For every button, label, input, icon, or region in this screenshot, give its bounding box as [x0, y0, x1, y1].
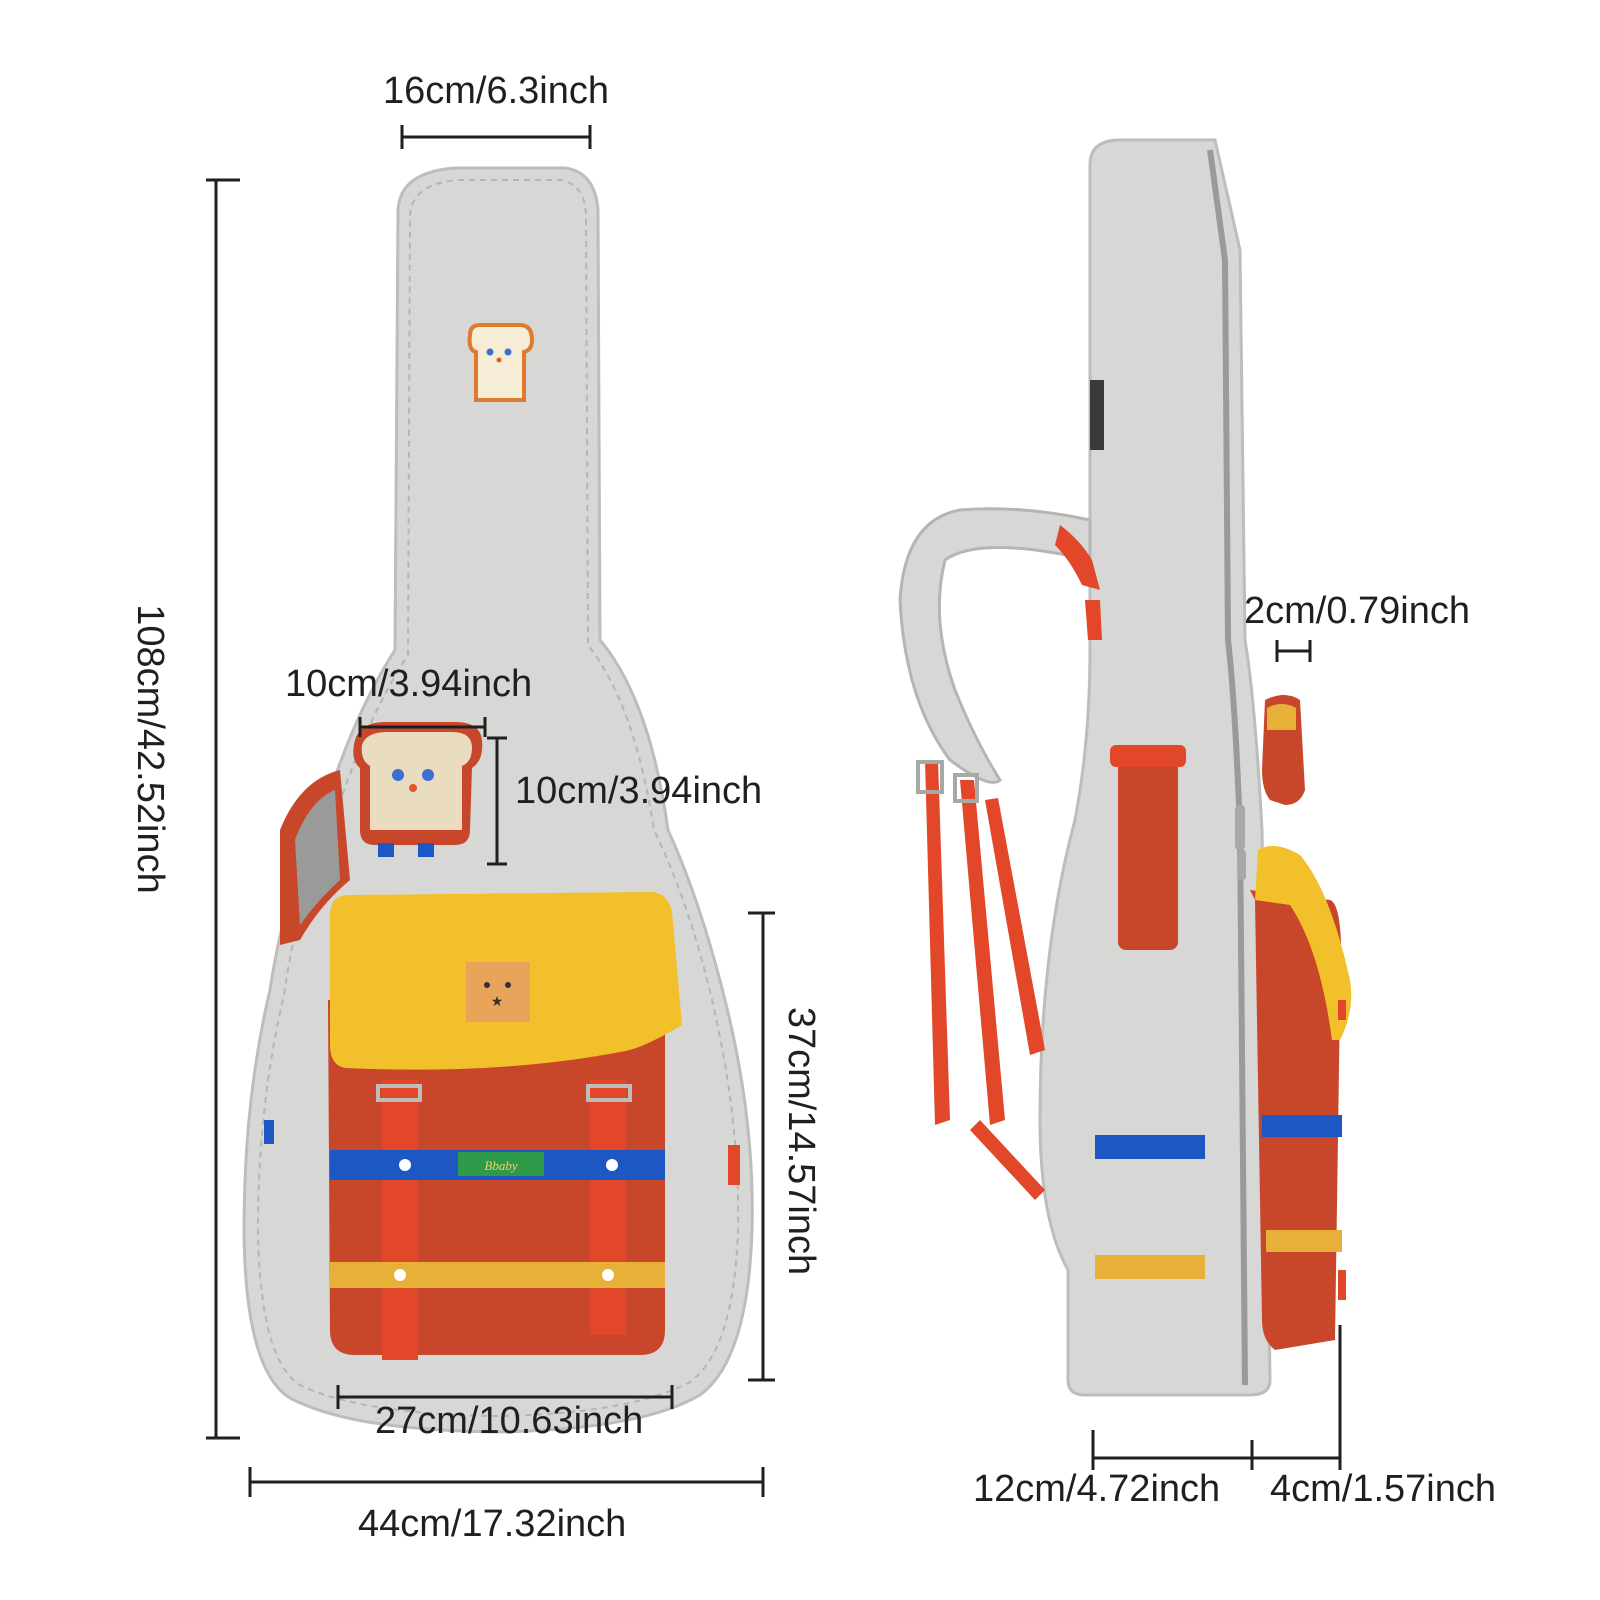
front-pocket-height-label: 37cm/14.57inch: [780, 1006, 822, 1276]
neck-width-label: 16cm/6.3inch: [383, 70, 610, 112]
side-handle: [1118, 755, 1178, 950]
flap-toast-patch: [466, 962, 530, 1022]
front-pocket-width-label: 27cm/10.63inch: [375, 1400, 644, 1442]
small-pouch-width-label: 10cm/3.94inch: [285, 663, 533, 705]
brand-patch: [458, 1152, 544, 1176]
toast-emblem-neck: [467, 323, 535, 402]
pocket-depth-label: 4cm/1.57inch: [1270, 1468, 1497, 1510]
small-toast-pouch: [353, 722, 483, 857]
dimension-lines: [206, 125, 1342, 1497]
yellow-band: [330, 1262, 665, 1288]
brand-patch-label: Bbaby: [484, 1158, 517, 1173]
hanging-straps: [925, 760, 950, 1125]
body-width-label: 44cm/17.32inch: [358, 1503, 627, 1545]
shoulder-strap: [898, 507, 1092, 784]
side-pocket-flap: [1255, 846, 1352, 1040]
small-pouch-height-label: 10cm/3.94inch: [515, 770, 763, 812]
side-pouch-depth-label: 2cm/0.79inch: [1244, 590, 1471, 632]
total-height-label: 108cm/42.52inch: [129, 604, 171, 894]
svg-text:★: ★: [491, 993, 504, 1009]
body-depth-label: 12cm/4.72inch: [973, 1468, 1221, 1510]
side-view-bag: [898, 138, 1352, 1397]
